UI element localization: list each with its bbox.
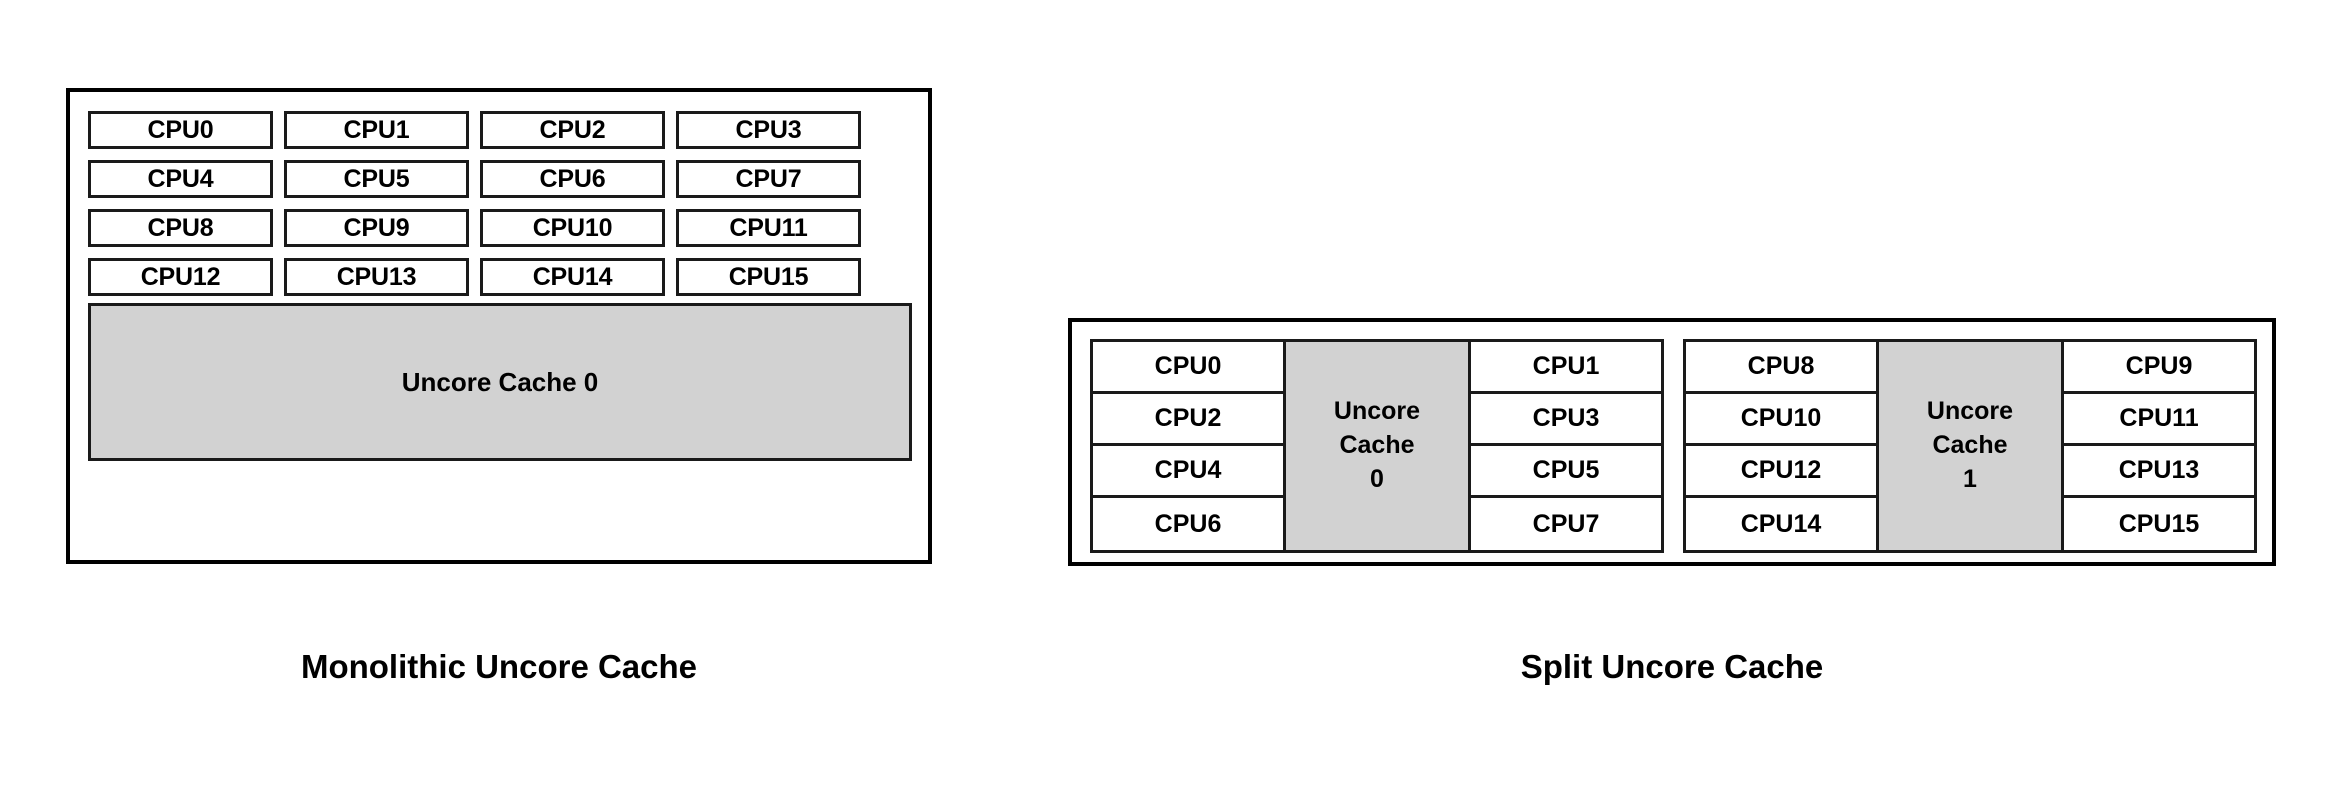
cpu-cell: CPU4 [1093,446,1283,498]
cpu-box: CPU4 [88,160,273,198]
cpu-box: CPU7 [676,160,861,198]
cpu-cell: CPU14 [1686,498,1876,550]
cpu-box: CPU11 [676,209,861,247]
cpu-box: CPU8 [88,209,273,247]
monolithic-cpu-grid: CPU0 CPU1 CPU2 CPU3 CPU4 CPU5 CPU6 CPU7 … [88,111,912,296]
cpu-box: CPU5 [284,160,469,198]
cpu-cell: CPU11 [2064,394,2254,446]
cpu-cell: CPU0 [1093,342,1283,394]
cpu-cell: CPU13 [2064,446,2254,498]
cpu-cell: CPU3 [1471,394,1661,446]
monolithic-caption: Monolithic Uncore Cache [300,648,698,685]
cpu-column-right: CPU9 CPU11 CPU13 CPU15 [2064,342,2254,550]
uncore-cache-label-line1: Uncore [1926,397,2014,426]
cpu-cluster: CPU0 CPU2 CPU4 CPU6 Uncore Cache 0 CPU1 … [1090,339,1664,553]
cpu-cell: CPU15 [2064,498,2254,550]
cpu-box: CPU1 [284,111,469,149]
cpu-cell: CPU1 [1471,342,1661,394]
cpu-cluster: CPU8 CPU10 CPU12 CPU14 Uncore Cache 1 CP… [1683,339,2257,553]
uncore-cache-label-line2: Cache [1339,431,1415,460]
uncore-cache-label-index: 0 [1370,464,1384,493]
uncore-cache-block: Uncore Cache 0 [88,303,912,461]
uncore-cache-block: Uncore Cache 1 [1876,342,2064,550]
split-uncore-diagram: CPU0 CPU2 CPU4 CPU6 Uncore Cache 0 CPU1 … [1068,318,2276,566]
cpu-column-left: CPU0 CPU2 CPU4 CPU6 [1093,342,1283,550]
cpu-box: CPU12 [88,258,273,296]
monolithic-uncore-diagram: CPU0 CPU1 CPU2 CPU3 CPU4 CPU5 CPU6 CPU7 … [66,88,932,564]
cpu-column-right: CPU1 CPU3 CPU5 CPU7 [1471,342,1661,550]
cpu-box: CPU0 [88,111,273,149]
cpu-box: CPU2 [480,111,665,149]
cpu-cell: CPU10 [1686,394,1876,446]
uncore-cache-block: Uncore Cache 0 [1283,342,1471,550]
cpu-cell: CPU5 [1471,446,1661,498]
cpu-box: CPU14 [480,258,665,296]
cpu-cell: CPU9 [2064,342,2254,394]
cpu-box: CPU3 [676,111,861,149]
cpu-cell: CPU12 [1686,446,1876,498]
cpu-box: CPU10 [480,209,665,247]
cpu-box: CPU15 [676,258,861,296]
uncore-cache-label-index: 1 [1963,464,1977,493]
split-clusters: CPU0 CPU2 CPU4 CPU6 Uncore Cache 0 CPU1 … [1090,339,2257,553]
cpu-box: CPU13 [284,258,469,296]
cpu-cell: CPU8 [1686,342,1876,394]
cpu-box: CPU6 [480,160,665,198]
uncore-cache-label-line2: Cache [1932,431,2008,460]
cpu-cell: CPU6 [1093,498,1283,550]
uncore-cache-label-line1: Uncore [1333,397,1421,426]
cpu-cell: CPU2 [1093,394,1283,446]
cpu-column-left: CPU8 CPU10 CPU12 CPU14 [1686,342,1876,550]
cpu-cell: CPU7 [1471,498,1661,550]
cpu-box: CPU9 [284,209,469,247]
split-caption: Split Uncore Cache [1520,648,1824,685]
